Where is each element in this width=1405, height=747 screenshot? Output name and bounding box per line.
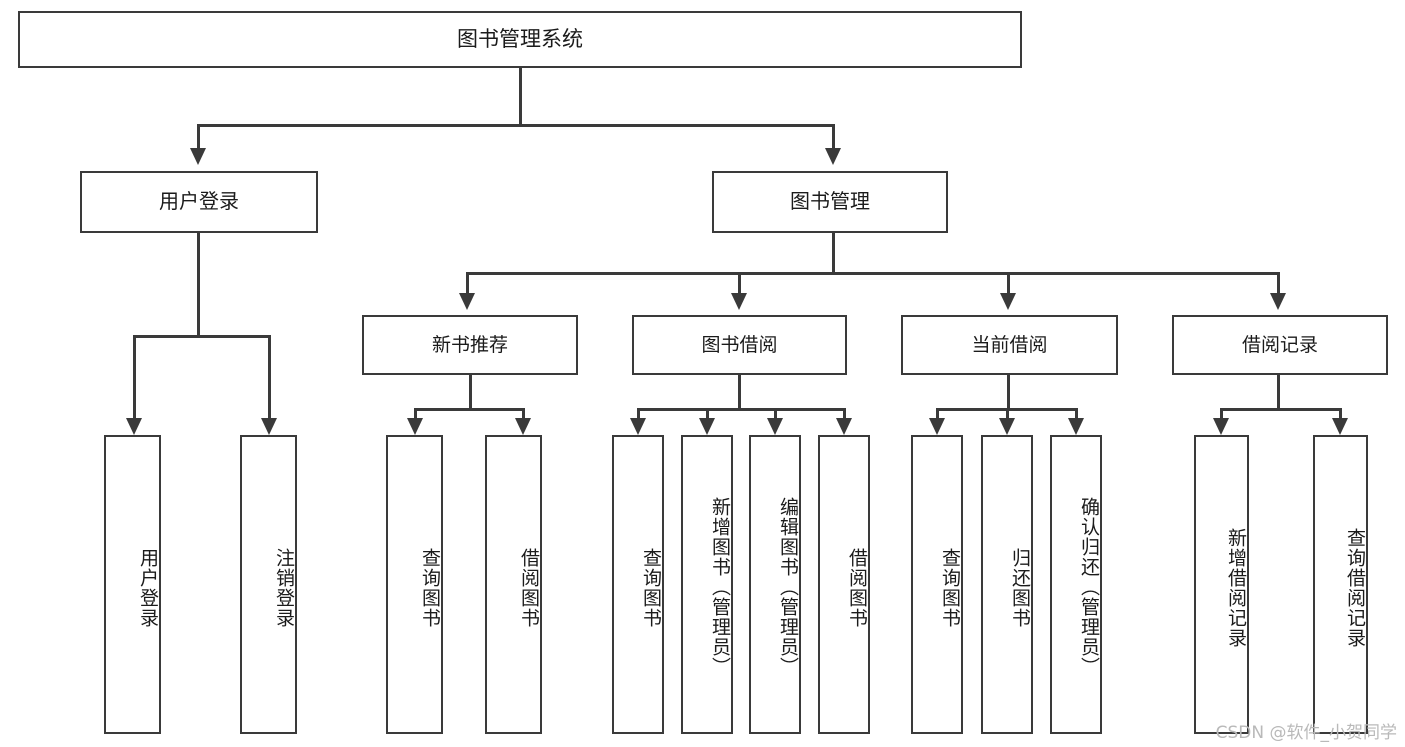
arrow-bm-to-current-borrow bbox=[1000, 293, 1016, 310]
leaf-edit-book-admin[interactable]: 编辑图书（管理员） bbox=[749, 435, 801, 734]
arrow-current-borrow-to-leaf-0 bbox=[929, 418, 945, 435]
arrow-book-borrow-to-leaf-0 bbox=[630, 418, 646, 435]
connector-book-borrow-to-leaf-1 bbox=[706, 408, 709, 418]
node-current-borrow[interactable]: 当前借阅 bbox=[901, 315, 1118, 375]
connector-borrow-record-trunk bbox=[1277, 375, 1280, 408]
node-root-book-management-system[interactable]: 图书管理系统 bbox=[18, 11, 1022, 68]
arrow-bm-to-new-book bbox=[459, 293, 475, 310]
connector-user-login-trunk bbox=[197, 233, 200, 335]
connector-borrow-record-to-leaf-1 bbox=[1339, 408, 1342, 418]
arrow-borrow-record-to-leaf-0 bbox=[1213, 418, 1229, 435]
arrow-book-borrow-to-leaf-1 bbox=[699, 418, 715, 435]
leaf-confirm-return-admin[interactable]: 确认归还（管理员） bbox=[1050, 435, 1102, 734]
node-borrow-record[interactable]: 借阅记录 bbox=[1172, 315, 1388, 375]
connector-user-login-bus bbox=[133, 335, 271, 338]
arrow-bm-to-borrow-record bbox=[1270, 293, 1286, 310]
connector-borrow-record-bus bbox=[1220, 408, 1342, 411]
connector-book-borrow-to-leaf-2 bbox=[774, 408, 777, 418]
arrow-root-to-book-management bbox=[825, 148, 841, 165]
connector-current-borrow-to-leaf-0 bbox=[936, 408, 939, 418]
connector-book-borrow-trunk bbox=[738, 375, 741, 408]
node-book-borrow[interactable]: 图书借阅 bbox=[632, 315, 847, 375]
arrow-borrow-record-to-leaf-1 bbox=[1332, 418, 1348, 435]
connector-root-to-book-management bbox=[832, 124, 835, 148]
connector-level3-bus bbox=[466, 272, 1280, 275]
connector-user-login-to-leaf-0 bbox=[133, 335, 136, 418]
leaf-add-book-admin[interactable]: 新增图书（管理员） bbox=[681, 435, 733, 734]
arrow-user-login-to-leaf-1 bbox=[261, 418, 277, 435]
leaf-current-query-book[interactable]: 查询图书 bbox=[911, 435, 963, 734]
connector-current-borrow-trunk bbox=[1007, 375, 1010, 408]
leaf-query-borrow-record[interactable]: 查询借阅记录 bbox=[1313, 435, 1368, 734]
connector-current-borrow-to-leaf-2 bbox=[1075, 408, 1078, 418]
node-new-book-recommend[interactable]: 新书推荐 bbox=[362, 315, 578, 375]
leaf-recommend-query-book[interactable]: 查询图书 bbox=[386, 435, 443, 734]
connector-bm-to-book-borrow bbox=[738, 272, 741, 293]
csdn-watermark: CSDN @软件_小贺同学 bbox=[1215, 723, 1397, 743]
connector-new-book-to-leaf-0 bbox=[414, 408, 417, 418]
leaf-borrow-book[interactable]: 借阅图书 bbox=[818, 435, 870, 734]
connector-new-book-bus bbox=[414, 408, 525, 411]
leaf-borrow-query-book[interactable]: 查询图书 bbox=[612, 435, 664, 734]
connector-root-bus bbox=[197, 124, 835, 127]
arrow-bm-to-book-borrow bbox=[731, 293, 747, 310]
connector-bm-to-new-book bbox=[466, 272, 469, 293]
node-book-management[interactable]: 图书管理 bbox=[712, 171, 948, 233]
arrow-current-borrow-to-leaf-1 bbox=[999, 418, 1015, 435]
connector-book-borrow-to-leaf-0 bbox=[637, 408, 640, 418]
connector-new-book-trunk bbox=[469, 375, 472, 408]
connector-bm-to-borrow-record bbox=[1277, 272, 1280, 293]
arrow-user-login-to-leaf-0 bbox=[126, 418, 142, 435]
connector-book-management-trunk bbox=[832, 233, 835, 272]
connector-root-trunk bbox=[519, 68, 522, 124]
arrow-current-borrow-to-leaf-2 bbox=[1068, 418, 1084, 435]
leaf-return-book[interactable]: 归还图书 bbox=[981, 435, 1033, 734]
leaf-add-borrow-record[interactable]: 新增借阅记录 bbox=[1194, 435, 1249, 734]
connector-borrow-record-to-leaf-0 bbox=[1220, 408, 1223, 418]
arrow-book-borrow-to-leaf-2 bbox=[767, 418, 783, 435]
leaf-logout[interactable]: 注销登录 bbox=[240, 435, 297, 734]
connector-user-login-to-leaf-1 bbox=[268, 335, 271, 418]
node-user-login[interactable]: 用户登录 bbox=[80, 171, 318, 233]
connector-book-borrow-to-leaf-3 bbox=[843, 408, 846, 418]
connector-new-book-to-leaf-1 bbox=[522, 408, 525, 418]
connector-current-borrow-to-leaf-1 bbox=[1006, 408, 1009, 418]
connector-book-borrow-bus bbox=[637, 408, 846, 411]
connector-root-to-user-login bbox=[197, 124, 200, 148]
arrow-root-to-user-login bbox=[190, 148, 206, 165]
arrow-new-book-to-leaf-0 bbox=[407, 418, 423, 435]
leaf-user-login[interactable]: 用户登录 bbox=[104, 435, 161, 734]
arrow-book-borrow-to-leaf-3 bbox=[836, 418, 852, 435]
arrow-new-book-to-leaf-1 bbox=[515, 418, 531, 435]
connector-bm-to-current-borrow bbox=[1007, 272, 1010, 293]
leaf-recommend-borrow-book[interactable]: 借阅图书 bbox=[485, 435, 542, 734]
